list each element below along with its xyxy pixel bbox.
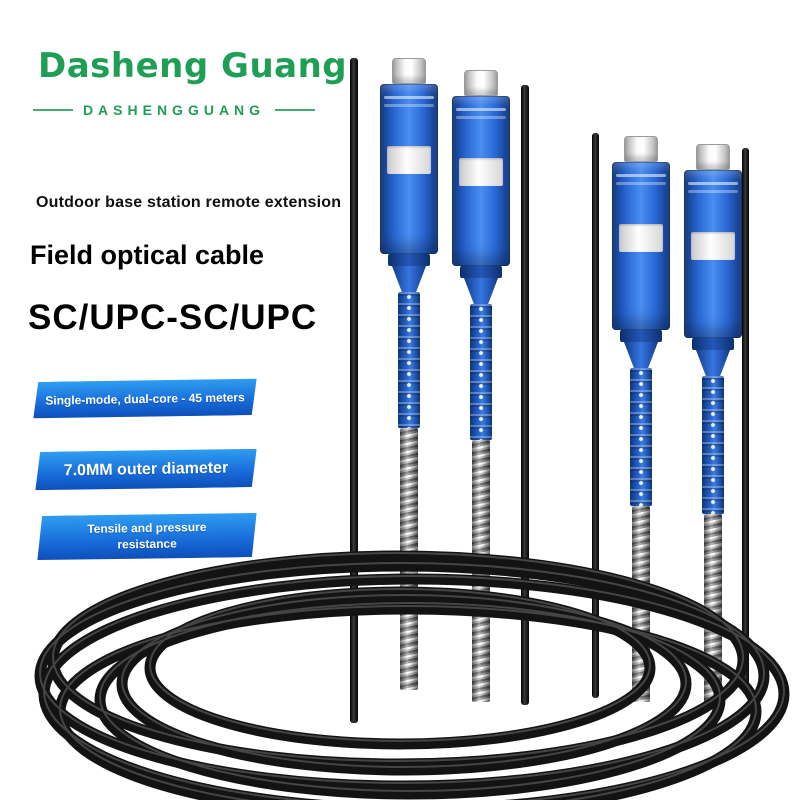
sc-connector-2 (452, 70, 510, 702)
brand-tagline-text: DASHENGGUANG (82, 102, 266, 118)
brand-tagline: DASHENGGUANG (32, 102, 316, 118)
drop-cable-3 (592, 133, 599, 698)
strain-relief (702, 376, 724, 514)
body-groove (688, 190, 738, 193)
connector-collar (692, 338, 734, 350)
brand-name: Dasheng Guang (38, 46, 348, 86)
latch-window (619, 224, 663, 252)
sc-connector-4 (684, 144, 742, 704)
badge-spec-diameter-label: 7.0MM outer diameter (63, 459, 229, 479)
badge-spec-durability-label: Tensile and pressure resistance (87, 519, 207, 552)
tagline-rule-right (275, 109, 316, 111)
latch-window (691, 232, 735, 260)
armored-tube (704, 514, 722, 704)
body-groove (456, 116, 506, 119)
body-groove (616, 182, 666, 185)
body-groove (616, 174, 666, 177)
connector-collar (460, 266, 502, 278)
body-groove (384, 104, 434, 107)
badge-spec-length: Single-mode, dual-core - 45 meters (33, 378, 258, 419)
dust-cap-icon (696, 144, 730, 170)
connector-collar (388, 254, 430, 266)
connector-body (380, 84, 438, 254)
tagline-rule-left (32, 109, 73, 111)
body-groove (688, 182, 738, 185)
badge-spec-durability: Tensile and pressure resistance (37, 512, 258, 561)
body-groove (384, 96, 434, 99)
connector-body (452, 96, 510, 266)
armored-tube (632, 506, 650, 702)
strain-relief (470, 304, 492, 440)
subtitle-text: Outdoor base station remote extension (36, 194, 342, 211)
badge-spec-length-label: Single-mode, dual-core - 45 meters (45, 389, 245, 408)
latch-window (387, 146, 431, 174)
connector-boot (392, 266, 426, 292)
dust-cap-icon (464, 70, 498, 96)
connector-collar (620, 330, 662, 342)
connector-body (612, 162, 670, 330)
latch-window (459, 158, 503, 186)
sc-connector-3 (612, 136, 670, 702)
body-groove (456, 108, 506, 111)
connector-body (684, 170, 742, 338)
model-title: SC/UPC-SC/UPC (28, 298, 318, 337)
armored-tube (472, 440, 490, 702)
connector-boot (464, 278, 498, 304)
connector-boot (696, 350, 730, 376)
dust-cap-icon (624, 136, 658, 162)
drop-cable-4 (742, 148, 749, 693)
drop-cable-2 (521, 85, 529, 705)
sc-connector-1 (380, 58, 438, 690)
armored-tube (400, 428, 418, 690)
drop-cable-1 (350, 58, 358, 723)
dust-cap-icon (392, 58, 426, 84)
badge-spec-diameter: 7.0MM outer diameter (35, 448, 258, 491)
strain-relief (630, 368, 652, 506)
strain-relief (398, 292, 420, 428)
product-title: Field optical cable (30, 240, 265, 270)
connector-boot (624, 342, 658, 368)
